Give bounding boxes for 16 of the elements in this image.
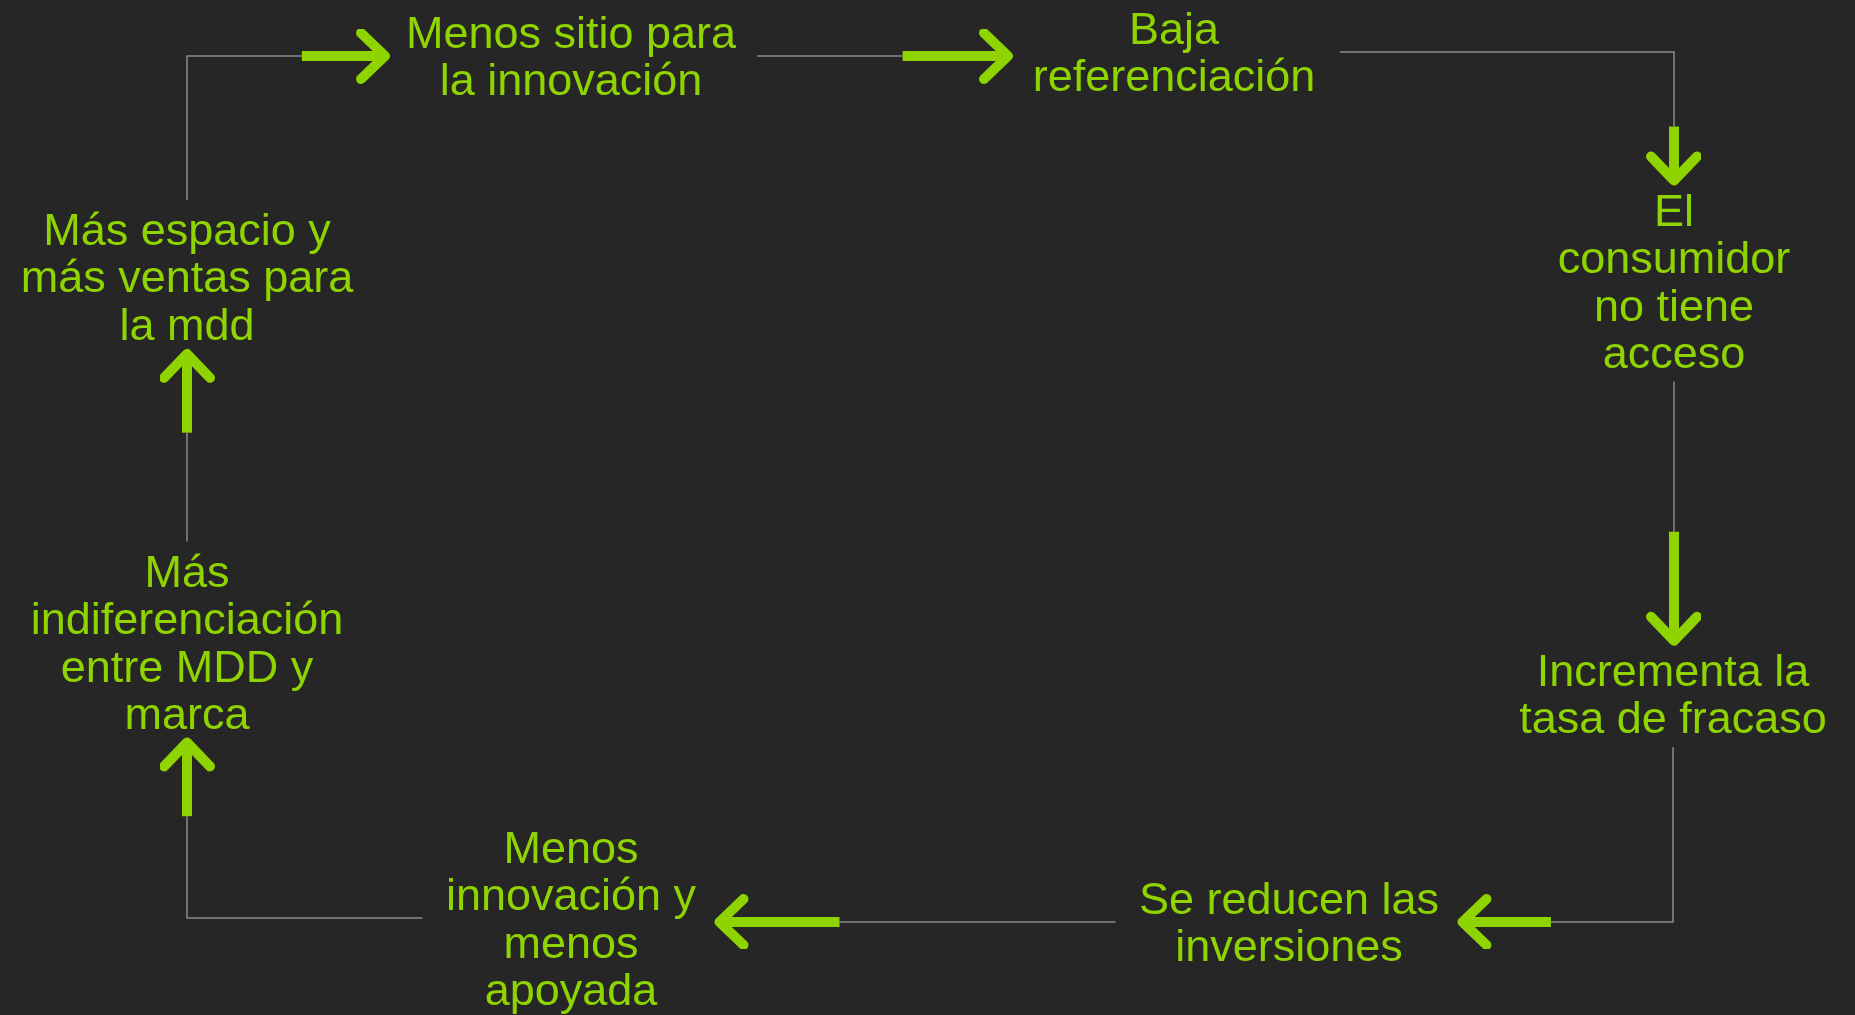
node-label: Menos sitio para la innovación	[404, 8, 738, 104]
node-label: El consumidor no tiene acceso	[1556, 186, 1792, 376]
arrow	[1457, 746, 1674, 950]
arrow	[159, 348, 215, 543]
arrow	[1646, 380, 1702, 646]
arrow	[186, 28, 390, 201]
arrow	[159, 737, 424, 919]
node-label: Incrementa la tasa de fracaso	[1518, 646, 1828, 742]
arrow	[756, 28, 1013, 84]
node-label: Más espacio y más ventas para la mdd	[19, 206, 355, 348]
arrow	[714, 894, 1117, 950]
node-label: Menos innovación y menos apoyada	[444, 823, 698, 1013]
node-label: Más indiferenciación entre MDD y marca	[29, 547, 345, 737]
arrow	[1339, 51, 1702, 186]
node-label: Baja referenciación	[1031, 4, 1317, 100]
node-label: Se reducen las inversiones	[1137, 874, 1441, 970]
